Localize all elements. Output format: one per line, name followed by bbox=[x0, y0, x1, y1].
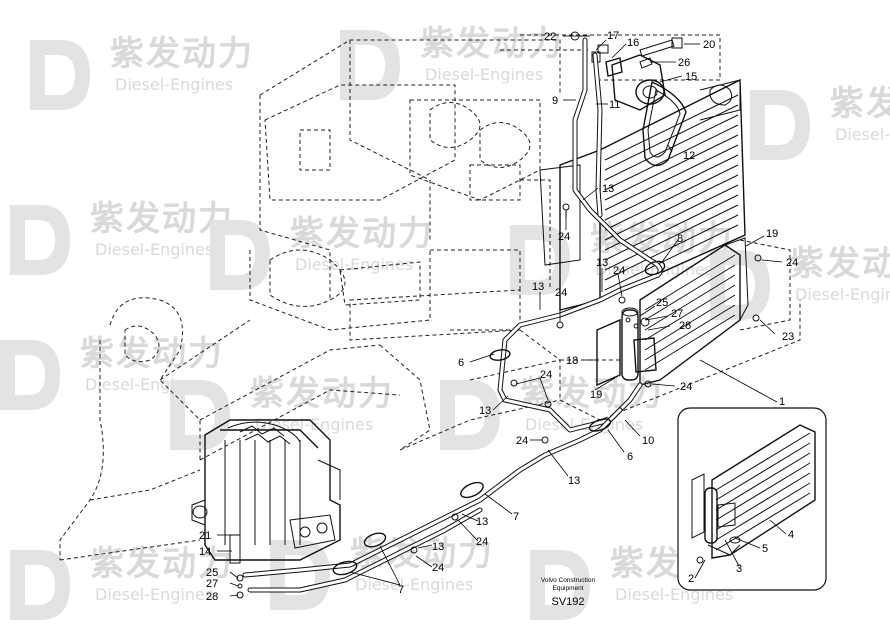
callout-24: 24 bbox=[680, 381, 692, 393]
callout-13: 13 bbox=[602, 183, 614, 195]
watermark-cn: 紫发动力 bbox=[790, 244, 890, 284]
callout-19: 19 bbox=[590, 389, 602, 401]
callout-7: 7 bbox=[513, 511, 519, 523]
callout-10: 10 bbox=[642, 435, 654, 447]
callout-13: 13 bbox=[568, 475, 580, 487]
callout-25: 25 bbox=[656, 297, 668, 309]
callout-13: 13 bbox=[432, 541, 444, 553]
callout-2: 2 bbox=[688, 573, 694, 585]
callout-24: 24 bbox=[432, 562, 444, 574]
callout-24: 24 bbox=[516, 435, 528, 447]
diagram-caption: Volvo Construction Equipment SV192 bbox=[541, 577, 596, 608]
callout-4: 4 bbox=[788, 529, 794, 541]
callout-16: 16 bbox=[627, 37, 639, 49]
watermark-en: Diesel-Engines bbox=[795, 285, 890, 304]
callout-8: 8 bbox=[677, 233, 683, 245]
callout-24: 24 bbox=[555, 287, 567, 299]
caption-line-1: Volvo Construction bbox=[541, 577, 596, 584]
callout-24: 24 bbox=[476, 536, 488, 548]
hose-clamps bbox=[332, 260, 666, 576]
callout-27: 27 bbox=[206, 578, 218, 590]
callout-13: 13 bbox=[532, 281, 544, 293]
detail-inset bbox=[677, 407, 827, 591]
watermark-en: Diesel-Engines bbox=[355, 575, 473, 594]
callout-27: 27 bbox=[671, 308, 683, 320]
watermark-cn: 紫发动力 bbox=[110, 34, 254, 74]
radiator-assembly bbox=[539, 78, 746, 311]
mounting-bolt bbox=[639, 37, 683, 57]
watermark-cn: 紫发动力 bbox=[290, 214, 434, 254]
watermark-en: Diesel-Engines bbox=[115, 75, 233, 94]
callout-26: 26 bbox=[678, 57, 690, 69]
watermark-en: Diesel-Engines bbox=[835, 125, 890, 144]
callout-24: 24 bbox=[540, 369, 552, 381]
callout-13: 13 bbox=[476, 516, 488, 528]
watermark-cn: 紫发动力 bbox=[90, 199, 234, 239]
callout-22: 22 bbox=[544, 31, 556, 43]
callout-17: 17 bbox=[607, 30, 619, 42]
watermark-en: Diesel-Engines bbox=[295, 255, 413, 274]
callout-24: 24 bbox=[613, 265, 625, 277]
callout-23: 23 bbox=[782, 331, 794, 343]
watermark-en: Diesel-Engines bbox=[595, 260, 713, 279]
diagram-code: SV192 bbox=[551, 596, 584, 608]
caption-line-2: Equipment bbox=[552, 585, 583, 592]
callout-13: 13 bbox=[596, 257, 608, 269]
hose-clamp-bolts bbox=[236, 203, 762, 599]
watermark-en: Diesel-Engines bbox=[425, 65, 543, 84]
callout-19: 19 bbox=[766, 228, 778, 240]
callout-1: 1 bbox=[779, 396, 785, 408]
callout-28: 28 bbox=[679, 320, 691, 332]
callout-9: 9 bbox=[552, 95, 558, 107]
watermark-cn: 紫发动力 bbox=[420, 24, 564, 64]
callout-6: 6 bbox=[458, 357, 464, 369]
callout-28: 28 bbox=[206, 591, 218, 603]
callout-14: 14 bbox=[199, 546, 211, 558]
callout-15: 15 bbox=[685, 71, 697, 83]
callout-labels: 22 17 16 20 26 15 9 11 12 13 24 8 19 24 … bbox=[199, 30, 798, 603]
callout-18: 18 bbox=[566, 355, 578, 367]
callout-13: 13 bbox=[479, 405, 491, 417]
callout-24: 24 bbox=[786, 257, 798, 269]
drive-belt bbox=[642, 80, 687, 167]
callout-11: 11 bbox=[609, 99, 620, 111]
watermark-en: Diesel-Engines bbox=[95, 240, 213, 259]
leader-lines bbox=[217, 35, 787, 597]
callout-6: 6 bbox=[627, 451, 633, 463]
callout-24: 24 bbox=[558, 231, 570, 243]
callout-21: 21 bbox=[199, 530, 211, 542]
watermark-cn: 紫发动力 bbox=[250, 374, 394, 414]
watermark-en: Diesel-Engines bbox=[95, 585, 213, 604]
callout-12: 12 bbox=[683, 150, 695, 162]
watermark-cn: 紫发动力 bbox=[830, 84, 890, 124]
watermark-cn: 紫发动力 bbox=[80, 334, 224, 374]
refrigerant-hoses bbox=[242, 37, 663, 593]
callout-7: 7 bbox=[398, 584, 404, 596]
callout-20: 20 bbox=[703, 39, 715, 51]
callout-3: 3 bbox=[736, 563, 742, 575]
receiver-drier bbox=[596, 307, 657, 387]
callout-25: 25 bbox=[206, 567, 218, 579]
callout-5: 5 bbox=[762, 543, 768, 555]
evaporator-unit bbox=[191, 419, 341, 564]
